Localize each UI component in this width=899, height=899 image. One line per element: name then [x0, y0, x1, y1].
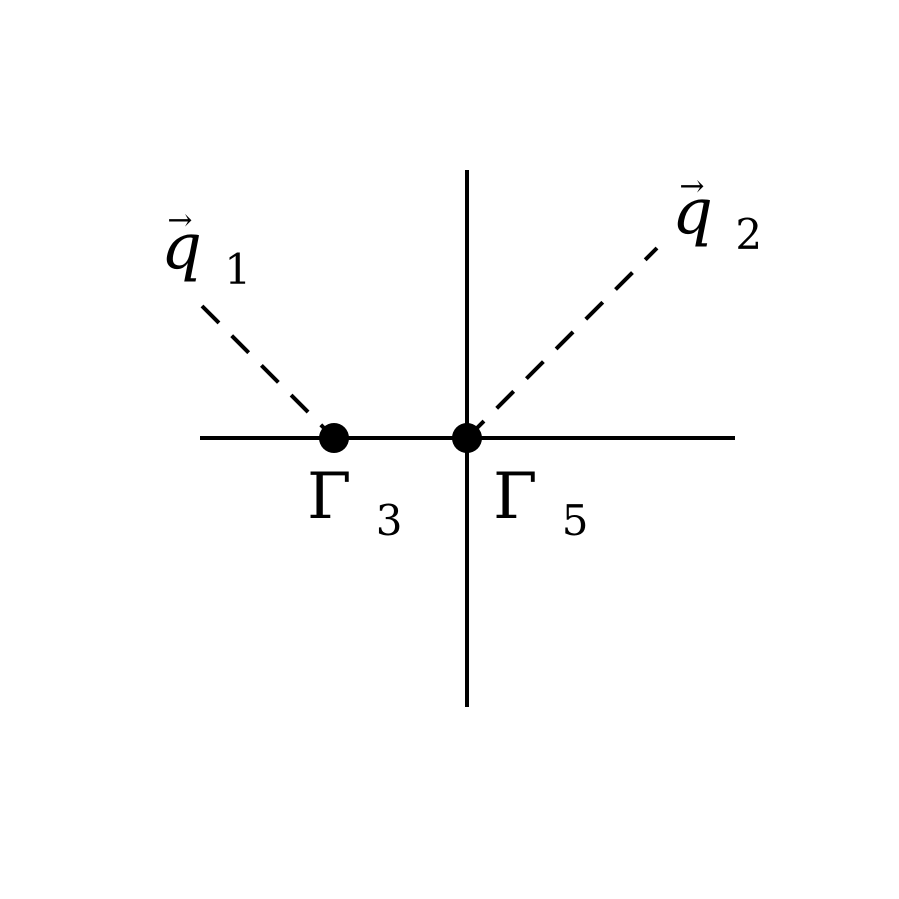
- gamma-3-symbol: Γ: [307, 460, 351, 534]
- q2-vector-arrow: →: [679, 169, 704, 204]
- gamma-5-symbol: Γ: [493, 460, 537, 534]
- q1-label: q 1: [161, 210, 251, 294]
- gamma-5-subscript: 5: [562, 496, 589, 545]
- q1-dashed-direction: [200, 304, 336, 440]
- q2-subscript: 2: [735, 210, 762, 259]
- q2-label: q 2: [672, 175, 762, 259]
- q1-subscript: 1: [224, 245, 251, 294]
- q2-symbol: q: [672, 175, 713, 249]
- q1-symbol: q: [161, 210, 202, 284]
- gamma-3-subscript: 3: [376, 496, 403, 545]
- gamma-5-point: [452, 423, 482, 453]
- q1-vector-arrow: →: [167, 203, 192, 238]
- gamma-3-label: Γ 3: [307, 460, 402, 545]
- q2-dashed-direction: [465, 246, 659, 440]
- gamma-3-point: [319, 423, 349, 453]
- gamma-5-label: Γ 5: [493, 460, 588, 545]
